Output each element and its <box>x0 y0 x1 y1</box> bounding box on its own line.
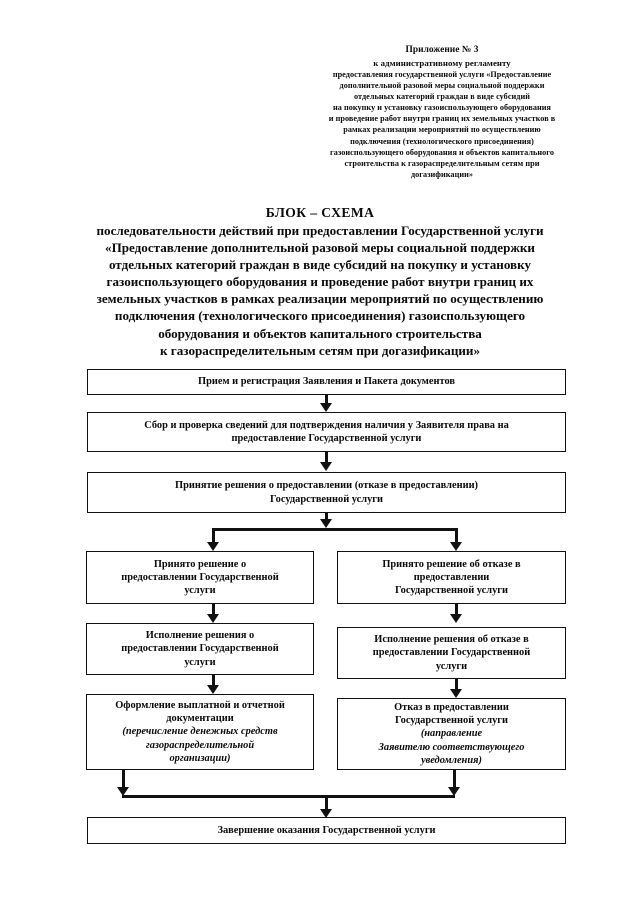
arrowhead-step1-step2 <box>320 403 332 412</box>
arrowhead-split-left <box>207 542 219 551</box>
appendix-line-8: рамках реализации мероприятий по осущест… <box>343 125 541 135</box>
connector-step1-step2 <box>325 395 328 405</box>
flow-node-step3-line2: Государственной услуги <box>269 493 384 505</box>
heading-line-8: к газораспределительным сетям при догази… <box>159 342 481 358</box>
connector-step3-split <box>325 513 328 522</box>
heading-line-7: оборудования и объектов капитального стр… <box>158 325 482 341</box>
connector-step2-step3 <box>325 452 328 465</box>
heading-line-3: отдельных категорий граждан в виде субси… <box>108 257 532 273</box>
flow-node-step3-line1: Принятие решения о предоставлении (отказ… <box>174 480 479 492</box>
connector-merge-final <box>325 795 328 811</box>
arrowhead-merge-left <box>117 787 129 796</box>
flow-node-execute-approve: Исполнение решения о предоставлении Госу… <box>86 623 314 675</box>
appendix-line-12: догазификации» <box>410 169 474 179</box>
appendix-line-4: дополнительной разовой меры социальной п… <box>339 81 545 91</box>
appendix-line-3: предоставления государственной услуги «П… <box>332 70 552 79</box>
arrowhead-execute-refusal-notice <box>450 689 462 698</box>
flow-node-step2: Сбор и проверка сведений для подтвержден… <box>87 412 566 452</box>
flow-node-branch-approve-line3: услуги <box>184 585 216 597</box>
flow-node-final: Завершение оказания Государственной услу… <box>87 817 566 844</box>
flow-node-payment-docs: Оформление выплатной и отчетной документ… <box>86 694 314 770</box>
appendix-line-11: строительства к газораспределительным се… <box>344 158 540 168</box>
flow-node-refusal-notice-line2: Государственной услуги (направление <box>344 714 559 740</box>
appendix-line-1: Приложение № 3 <box>405 45 479 55</box>
appendix-line-5: отдельных категорий граждан в виде субси… <box>353 92 531 102</box>
heading-title: БЛОК – СХЕМА <box>265 205 375 220</box>
appendix-line-9: подключения (технологического присоедине… <box>350 136 534 146</box>
merge-drop-right <box>453 770 456 792</box>
flow-node-branch-refuse-line2: предоставлении <box>413 571 490 583</box>
arrowhead-merge-final <box>320 809 332 818</box>
flow-node-final-text: Завершение оказания Государственной услу… <box>217 824 436 836</box>
appendix-line-2: к административному регламенту <box>373 58 511 68</box>
arrowhead-step2-step3 <box>320 462 332 471</box>
connector-execute-refusal-notice <box>455 679 458 691</box>
page-title: БЛОК – СХЕМА последовательности действий… <box>62 203 578 359</box>
flow-node-execute-approve-line1: Исполнение решения о <box>145 630 255 642</box>
appendix-line-10: газоиспользующего оборудования и объекто… <box>330 147 554 157</box>
flow-node-refusal-notice-line1: Отказ в предоставлении <box>394 702 509 713</box>
merge-bus-line <box>122 795 455 798</box>
flow-node-branch-refuse-line3: Государственной услуги <box>394 585 509 597</box>
flow-node-step3: Принятие решения о предоставлении (отказ… <box>87 472 566 513</box>
flow-node-step2-line1: Сбор и проверка сведений для подтвержден… <box>144 419 509 431</box>
flow-node-step1-text: Прием и регистрация Заявления и Пакета д… <box>198 376 455 388</box>
flow-node-payment-docs-line5: организации) <box>169 752 231 764</box>
flow-node-payment-docs-line4: газораспределительной <box>145 739 255 751</box>
flow-node-refusal-notice-line2-roman: Государственной услуги <box>394 715 509 727</box>
heading-line-2: «Предоставление дополнительной разовой м… <box>105 240 535 256</box>
flow-node-execute-refuse-line3: услуги <box>435 660 468 672</box>
flow-node-branch-refuse: Принято решение об отказе в предоставлен… <box>337 551 566 604</box>
flow-node-refusal-notice-line4: уведомления) <box>421 754 482 766</box>
flow-node-payment-docs-line1: Оформление выплатной и отчетной <box>115 699 285 711</box>
flow-node-payment-docs-line2: документации <box>166 713 234 725</box>
flow-node-branch-approve-line2: предоставлении Государственной <box>121 571 279 583</box>
heading-line-1: последовательности действий при предоста… <box>96 223 544 238</box>
arrowhead-refuse-execute <box>450 614 462 623</box>
arrowhead-split-right <box>450 542 462 551</box>
flow-node-execute-refuse-line2: предоставлении Государственной <box>372 647 531 659</box>
heading-line-5: земельных участков в рамках реализации м… <box>96 291 544 307</box>
split-drop-right <box>455 528 458 544</box>
heading-line-4: газоиспользующего оборудования и проведе… <box>106 274 534 290</box>
split-drop-left <box>212 528 215 544</box>
heading-line-6: подключения (технологического присоедине… <box>114 308 526 324</box>
connector-refuse-execute <box>455 604 458 616</box>
connector-approve-execute <box>212 604 215 616</box>
flow-node-execute-refuse: Исполнение решения об отказе в предостав… <box>337 627 566 679</box>
flow-node-refusal-notice-line2-italic: (направление <box>420 728 483 740</box>
appendix-line-6: на покупку и установку газоиспользующего… <box>332 103 552 113</box>
flow-node-branch-refuse-line1: Принято решение об отказе в <box>382 558 521 570</box>
arrowhead-execute-payment <box>207 685 219 694</box>
arrowhead-approve-execute <box>207 614 219 623</box>
flow-node-refusal-notice-line3: Заявителю соответствующего <box>378 741 525 753</box>
flow-node-step1: Прием и регистрация Заявления и Пакета д… <box>87 369 566 395</box>
flow-node-step2-line2: предоставление Государственной услуги <box>231 433 422 444</box>
arrowhead-merge-right <box>448 787 460 796</box>
flow-node-execute-approve-line2: предоставлении Государственной <box>121 643 279 655</box>
connector-execute-payment <box>212 675 215 687</box>
flow-node-execute-refuse-line1: Исполнение решения об отказе в <box>374 634 529 646</box>
flow-node-payment-docs-line3: (перечисление денежных средств <box>122 726 278 738</box>
flow-node-refusal-notice: Отказ в предоставлении Государственной у… <box>337 698 566 770</box>
appendix-header: Приложение № 3 к административному регла… <box>292 44 592 180</box>
flow-node-branch-approve: Принято решение о предоставлении Государ… <box>86 551 314 604</box>
merge-drop-left <box>122 770 125 792</box>
arrowhead-step3-split <box>320 519 332 528</box>
flow-node-execute-approve-line3: услуги <box>184 656 216 668</box>
split-bus-line <box>212 528 458 531</box>
appendix-line-7: и проведение работ внутри границ их земе… <box>328 114 556 124</box>
flow-node-branch-approve-line1: Принято решение о <box>153 558 247 570</box>
